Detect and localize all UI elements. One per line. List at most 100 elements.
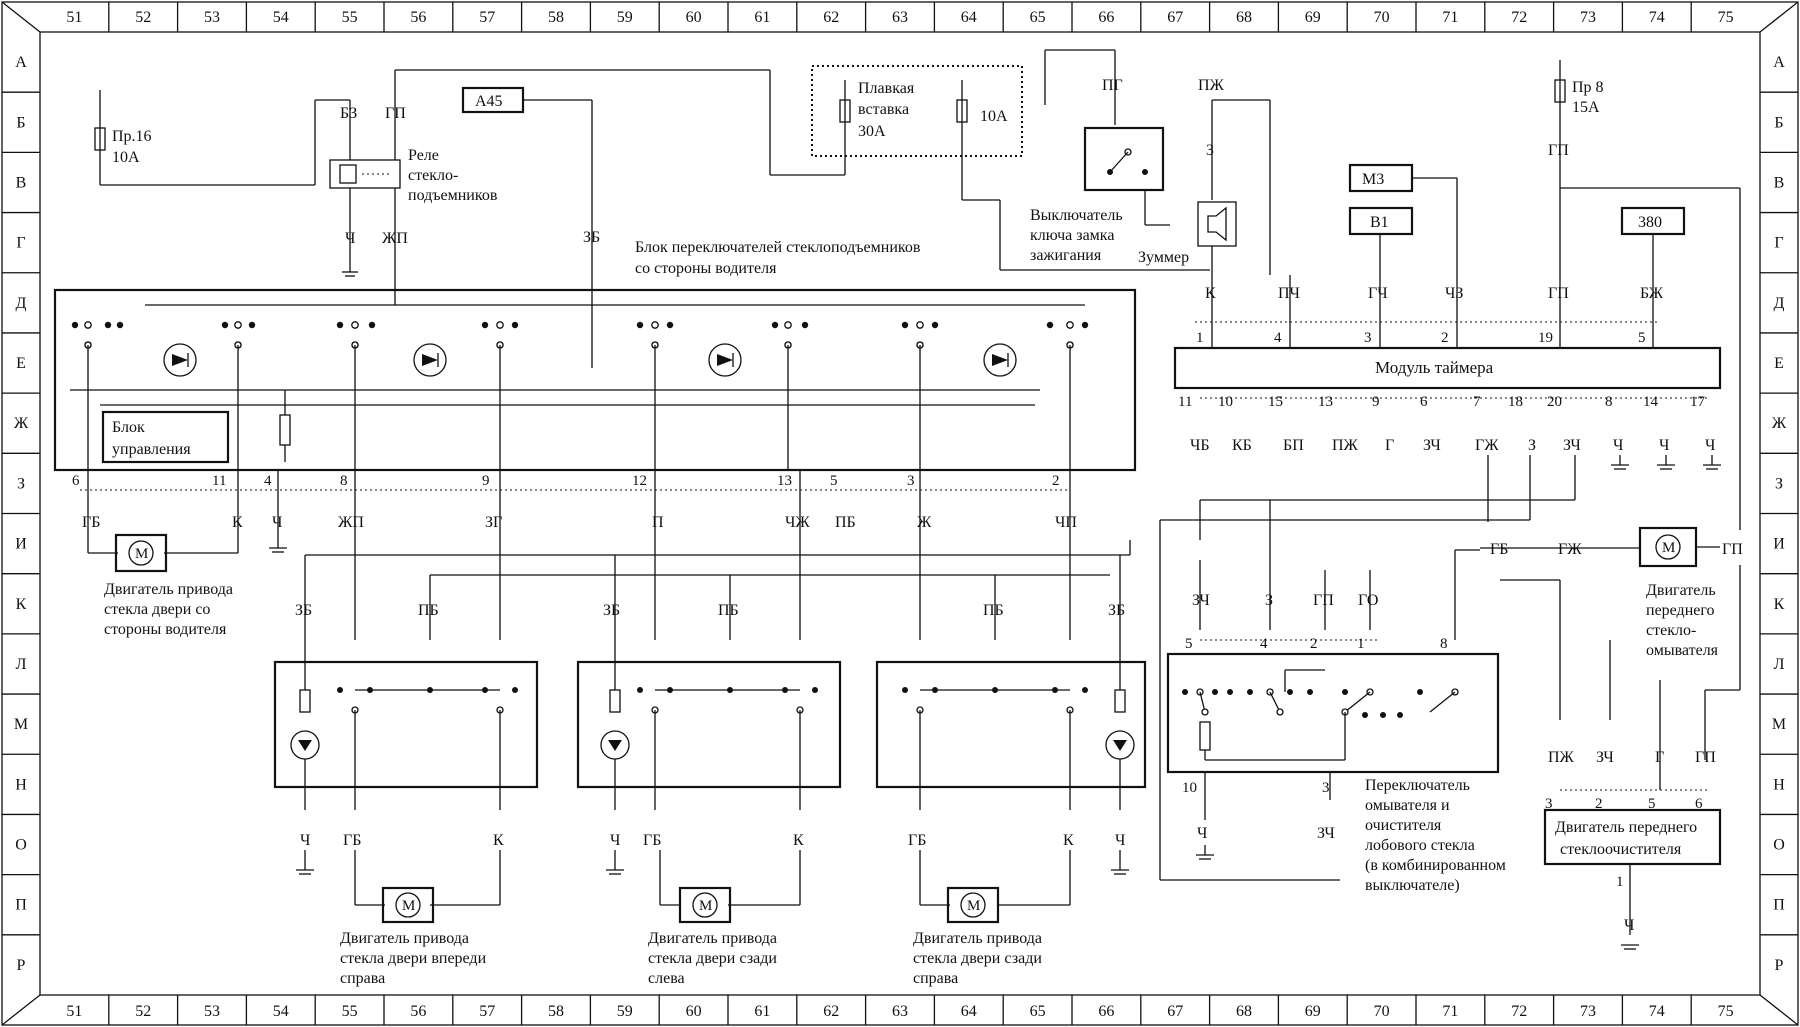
driver-switch-block: Блок переключателей стеклоподъемников со…: [53, 239, 1137, 472]
fuse8-gp-label: ГП: [1548, 142, 1569, 159]
door-rl-k: К: [793, 832, 804, 849]
timer-title: Модуль таймера: [1375, 358, 1494, 377]
switch-contact: [1046, 321, 1054, 329]
grid-row-right-12: Н: [1773, 776, 1785, 793]
pin-8: 8: [340, 473, 348, 489]
switch-contact: [248, 321, 256, 329]
timer-bpin-6: 6: [1420, 394, 1428, 410]
grid-col-bottom-71: 71: [1442, 1003, 1458, 1020]
grid-row-right-3: Г: [1774, 235, 1783, 252]
door-switch-rear-right: ГБ К Ч M Двигатель привода стекла двери …: [875, 640, 1147, 987]
washer-sw-5: (в комбинированном: [1365, 857, 1506, 874]
switch-contact: [931, 321, 939, 329]
grid-row-right-6: Ж: [1772, 415, 1787, 432]
fuse16-rating: 10А: [112, 149, 140, 166]
timer-w-zch: ЗЧ: [1423, 437, 1441, 454]
fusible-label-3: 30А: [858, 123, 886, 140]
timer-bpin-7: 7: [1473, 394, 1481, 410]
washer-motor-m-icon: M: [1662, 540, 1675, 556]
grid-col-bottom-51: 51: [66, 1003, 82, 1020]
switch-contact: [351, 321, 359, 329]
grid-row-right-5: Е: [1774, 355, 1784, 372]
grid-row-left-10: Л: [16, 656, 27, 673]
switch-contact: [84, 321, 92, 329]
grid-col-top-73: 73: [1580, 9, 1596, 26]
connector-boxes: М3 В1 380: [1348, 163, 1686, 330]
grid-col-bottom-65: 65: [1030, 1003, 1046, 1020]
timer-pin-2: 2: [1441, 330, 1449, 346]
m3-label: М3: [1362, 171, 1384, 188]
sw-pin-3: 3: [1322, 780, 1330, 796]
driver-block-title-1: Блок переключателей стеклоподъемников: [635, 239, 921, 256]
switch-contact: [496, 321, 504, 329]
washer-sw-4: лобового стекла: [1365, 837, 1475, 854]
motor-rl-1: Двигатель привода: [648, 930, 777, 947]
motor-rr-3: справа: [913, 970, 958, 987]
door-switch-front-right: Ч ГБ К M Двигатель привода стекла двери …: [273, 640, 539, 987]
window-relay: БЗ ГП Ч ЖП Реле стекло- подъемников: [329, 69, 520, 285]
grid-col-bottom-69: 69: [1305, 1003, 1321, 1020]
grid-col-top-65: 65: [1030, 9, 1046, 26]
timer-bpin-18: 18: [1508, 394, 1523, 410]
grid-row-right-15: Р: [1775, 957, 1784, 974]
grid-col-top-72: 72: [1511, 9, 1527, 26]
pzh-label: ПЖ: [1198, 77, 1225, 94]
switch-contact: [336, 321, 344, 329]
sw-go: ГО: [1358, 592, 1378, 609]
grid-col-bottom-54: 54: [273, 1003, 289, 1020]
grid-col-bottom-52: 52: [135, 1003, 151, 1020]
timer-bpin-15: 15: [1268, 394, 1283, 410]
grid-col-top-74: 74: [1649, 9, 1665, 26]
switch-contact: [666, 321, 674, 329]
switch-contacts: [71, 321, 1089, 470]
timer-bpin-10: 10: [1218, 394, 1233, 410]
grid-col-top-56: 56: [410, 9, 426, 26]
motor-fr-3: справа: [340, 970, 385, 987]
driver-block-title-2: со стороны водителя: [635, 260, 777, 277]
switch-contact: [771, 321, 779, 329]
sw-pin-4: 4: [1260, 636, 1268, 652]
washer-sw-6: выключателе): [1365, 877, 1460, 894]
grid-row-left-0: А: [15, 54, 27, 71]
front-washer-motor: ГБ ГЖ M ГП Двигатель переднего стекло- о…: [1455, 455, 1743, 760]
grid-col-top-51: 51: [66, 9, 82, 26]
fusible-label-1: Плавкая: [858, 80, 915, 97]
timer-gch: ГЧ: [1368, 285, 1388, 302]
grid-col-top-70: 70: [1374, 9, 1390, 26]
led-indicator-2: [413, 343, 447, 377]
fuse16-label: Пр.16: [112, 128, 152, 145]
wiper-title-2: стеклоочистителя: [1560, 841, 1682, 858]
grid-col-top-68: 68: [1236, 9, 1252, 26]
relay-ch-label: Ч: [345, 230, 355, 247]
wp-pin-3: 3: [1545, 796, 1553, 812]
sw-pin-8: 8: [1440, 636, 1448, 652]
grid-col-top-71: 71: [1442, 9, 1458, 26]
wm-gzh: ГЖ: [1558, 541, 1582, 558]
buzzer: ПЖ З Зуммер: [1138, 77, 1271, 330]
grid-col-top-67: 67: [1167, 9, 1183, 26]
grid-row-right-14: П: [1773, 897, 1785, 914]
v1-label: В1: [1370, 214, 1389, 231]
washer-motor-4: омывателя: [1646, 642, 1719, 659]
ign-label-2: ключа замка: [1030, 227, 1114, 244]
switch-contact: [71, 321, 79, 329]
relay-title-3: подъемников: [408, 187, 498, 204]
timer-bpin-20: 20: [1547, 394, 1562, 410]
sw-pin-5: 5: [1185, 636, 1193, 652]
relay-gp-label: ГП: [385, 105, 406, 122]
ignition-switch: ПГ Выключатель ключа замка зажигания: [1030, 49, 1170, 264]
grid-col-bottom-53: 53: [204, 1003, 220, 1020]
b380-label: 380: [1638, 214, 1662, 231]
driver-block-pins: 6 11 4 8 9 12 13 5 3 2 ГБ К Ч ЖП ЗГ П ЧЖ…: [72, 473, 1077, 531]
door-rr-gb: ГБ: [908, 832, 926, 849]
switch-contact: [1066, 321, 1074, 329]
door-rr-k: К: [1063, 832, 1074, 849]
control-unit-2: управления: [112, 441, 191, 458]
switch-contact: [104, 321, 112, 329]
grid-col-bottom-64: 64: [961, 1003, 977, 1020]
pin-w-zhp: ЖП: [338, 514, 364, 531]
door-rr-ch: Ч: [1115, 832, 1125, 849]
relay-zhp-label: ЖП: [382, 230, 408, 247]
